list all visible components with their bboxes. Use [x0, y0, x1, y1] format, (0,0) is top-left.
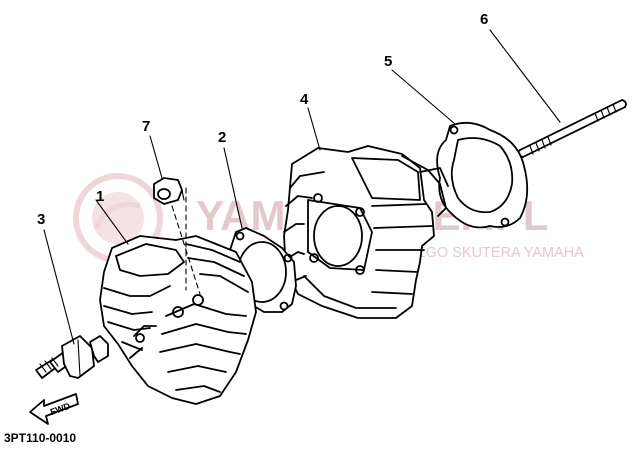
callout-3: 3 [37, 211, 45, 228]
nut-part [153, 177, 201, 295]
callout-4: 4 [300, 91, 309, 108]
leader-lines [43, 29, 561, 345]
spark-plug-part [35, 335, 109, 379]
cylinder-part [283, 145, 449, 319]
base-gasket-part [436, 121, 529, 229]
callout-2: 2 [218, 129, 226, 146]
cylinder-head-part [99, 235, 257, 405]
forward-arrow-icon: FWD [29, 393, 79, 425]
callout-5: 5 [384, 53, 392, 70]
callout-1: 1 [96, 188, 104, 205]
callout-labels: 1 2 3 4 5 6 7 [37, 11, 488, 228]
stud-bolt-part [517, 99, 627, 158]
callout-7: 7 [142, 118, 150, 135]
diagram-code: 3PT110-0010 [4, 431, 76, 445]
callout-6: 6 [480, 11, 488, 28]
